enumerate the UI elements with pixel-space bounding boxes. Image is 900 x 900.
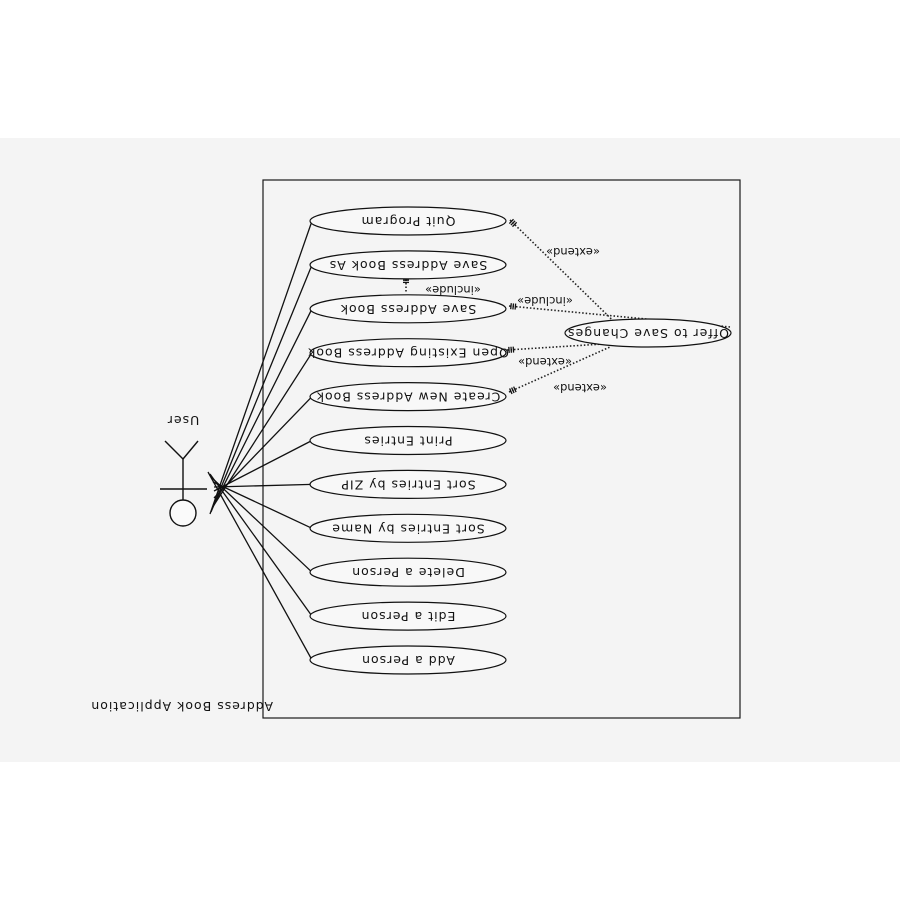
- stereotype-label: «extend»: [553, 381, 607, 395]
- use-case-label: Save Address Book: [340, 302, 477, 317]
- stereotype-label: «extend»: [518, 355, 572, 369]
- use-case-ellipse[interactable]: [309, 469, 507, 499]
- use-case-ellipse[interactable]: [309, 206, 507, 236]
- association-line: [209, 473, 313, 617]
- actor-head: [169, 499, 197, 527]
- association-line: [210, 476, 313, 573]
- use-case-ellipse[interactable]: [309, 338, 507, 368]
- use-case-label: Create New Address Book: [316, 390, 501, 405]
- use-case-ellipse[interactable]: [309, 425, 507, 456]
- dependency-tick: [512, 221, 518, 228]
- system-boundary-label: Address Book Application: [90, 699, 273, 714]
- actor-user[interactable]: User: [160, 413, 207, 527]
- use-case-label: Add a Person: [361, 653, 455, 668]
- relation-create-offer: «extend»: [508, 346, 611, 395]
- use-case-offer-to-save-changes[interactable]: Offer to Save Changes: [564, 318, 732, 348]
- actor-associations: [207, 220, 313, 661]
- use-case-sort-name[interactable]: Sort Entries by Name: [309, 513, 507, 543]
- use-case-label: Save Address Book As: [329, 258, 488, 273]
- stereotype-label: «include»: [517, 294, 573, 308]
- actor-leg-left: [182, 440, 199, 460]
- association-line: [212, 481, 313, 529]
- use-case-ellipse[interactable]: [309, 645, 507, 675]
- use-case-label: Sort Entries by ZIP: [340, 477, 475, 492]
- dependency-tick: [513, 386, 517, 393]
- dependency-tick: [511, 387, 515, 394]
- dependency-tick: [510, 303, 512, 310]
- use-case-label: Sort Entries by Name: [331, 521, 484, 536]
- association-line: [209, 220, 313, 515]
- use-case-sort-zip[interactable]: Sort Entries by ZIP: [309, 469, 507, 499]
- actor-label: User: [167, 413, 200, 428]
- use-case-quit[interactable]: Quit Program: [309, 206, 507, 236]
- association-line: [207, 471, 313, 661]
- use-case-label: Edit a Person: [361, 609, 456, 624]
- dependency-tick: [509, 388, 513, 395]
- use-case-save-as[interactable]: Save Address Book As: [309, 250, 507, 280]
- use-case-ellipse[interactable]: [309, 250, 507, 280]
- use-case-ellipse[interactable]: [309, 294, 507, 324]
- use-case-label: Quit Program: [361, 214, 456, 229]
- use-case-add[interactable]: Add a Person: [309, 645, 507, 675]
- system-boundary: [262, 179, 741, 719]
- use-case-print[interactable]: Print Entries: [309, 425, 507, 456]
- association-line: [213, 483, 313, 488]
- stereotype-label: «include»: [425, 283, 481, 297]
- association-line: [210, 264, 313, 513]
- dependency-tick: [510, 220, 516, 226]
- use-case-edit[interactable]: Edit a Person: [309, 601, 507, 631]
- dependency-tick: [512, 303, 515, 310]
- use-case-label: Open Existing Address Book: [307, 346, 509, 361]
- use-case-create[interactable]: Create New Address Book: [309, 382, 507, 412]
- actor-leg-right: [164, 440, 184, 460]
- use-case-delete[interactable]: Delete a Person: [309, 557, 507, 587]
- use-case-ellipse[interactable]: [309, 601, 507, 631]
- use-case-ellipse[interactable]: [564, 318, 732, 348]
- use-case-open[interactable]: Open Existing Address Book: [307, 338, 509, 368]
- dependency-tick: [508, 218, 514, 224]
- use-case-ellipse[interactable]: [309, 557, 507, 587]
- use-case-label: Offer to Save Changes: [567, 326, 729, 341]
- use-case-label: Print Entries: [363, 434, 452, 449]
- association-line: [213, 439, 313, 492]
- relation-save-offer: «include»: [508, 294, 731, 328]
- association-line: [213, 352, 313, 506]
- use-case-save[interactable]: Save Address Book: [309, 294, 507, 324]
- association-line: [211, 308, 313, 510]
- dependency-line: [508, 346, 611, 393]
- use-case-ellipse[interactable]: [309, 382, 507, 412]
- stereotype-label: «extend»: [546, 245, 600, 259]
- use-case-label: Delete a Person: [351, 565, 465, 580]
- use-case-ellipse[interactable]: [309, 513, 507, 543]
- dependency-tick: [514, 303, 517, 310]
- association-line: [213, 396, 313, 499]
